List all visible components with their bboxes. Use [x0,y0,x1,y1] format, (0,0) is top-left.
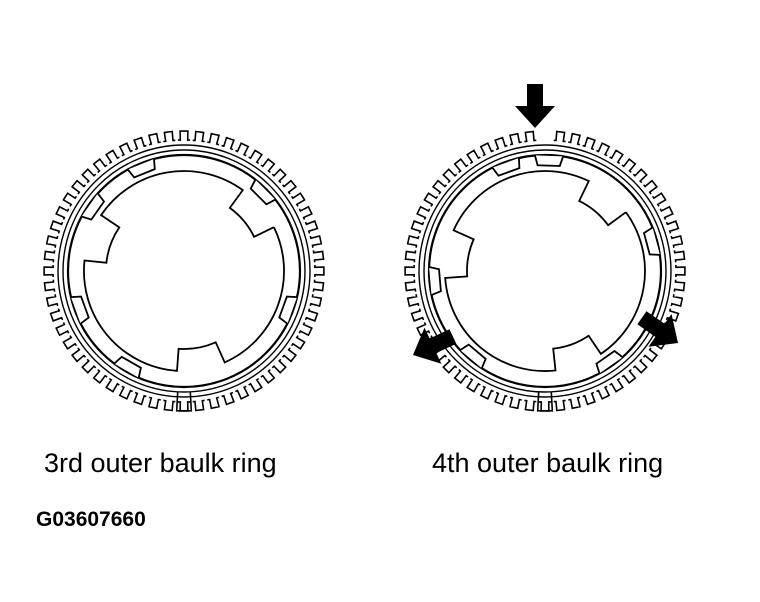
figure-id-label: G03607660 [36,508,146,531]
ring-lug [459,343,487,369]
ring-lug [113,355,142,378]
arrow-top-icon [515,84,555,128]
index-notch [536,391,554,412]
arrow-group [413,84,678,364]
right-ring-caption: 4th outer baulk ring [432,448,664,478]
ring-lug [534,155,564,167]
left-ring-caption: 3rd outer baulk ring [44,448,277,478]
ring-lug [278,295,298,325]
ring-body-circle [57,144,311,398]
fourth-outer-baulk-ring [404,130,686,412]
arrow-left-icon [413,327,457,364]
index-notch [175,391,193,412]
ring-lug [81,192,106,221]
ring-body-circle [418,144,672,398]
arrow-right-icon [637,311,678,347]
ring-lug [428,266,442,296]
ring-lug [70,295,90,325]
third-outer-baulk-ring [43,130,325,412]
ring-body-circle [423,149,667,393]
inner-bore [83,170,285,372]
ring-body-circle [66,153,302,389]
ring-lug [491,157,521,177]
gear-teeth [404,130,686,412]
inner-bore [444,170,646,372]
ring-lug [595,349,624,374]
ring-body-circle [427,153,663,389]
ring-body-circle [62,149,306,393]
ring-lug [249,179,276,206]
ring-lug [127,158,156,179]
gear-teeth [43,130,325,412]
ring-lug [642,226,660,256]
